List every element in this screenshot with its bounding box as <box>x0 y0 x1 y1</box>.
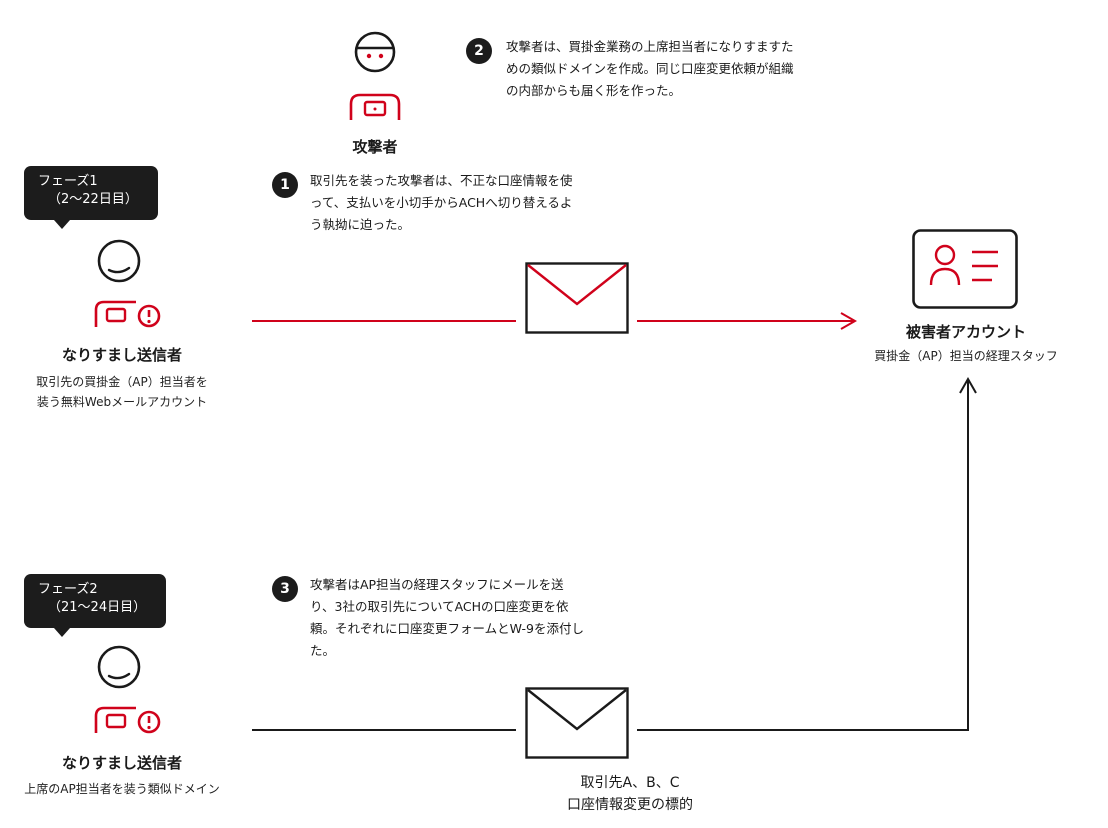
step-1-line: 取引先を装った攻撃者は、不正な口座情報を使 <box>310 173 573 188</box>
attacker-label: 攻撃者 <box>352 138 398 156</box>
step-3-line: 攻撃者はAP担当の経理スタッフにメールを送 <box>310 577 564 592</box>
phase-1-badge: フェーズ1 （2〜22日目） <box>24 166 158 229</box>
target-vendors-line: 取引先A、B、C <box>580 775 680 791</box>
phase-2-flow-line-right <box>637 380 969 731</box>
phase-1-sender-title: なりすまし送信者 <box>61 346 182 364</box>
phase-2-sender-title: なりすまし送信者 <box>61 754 182 772</box>
victim-subtitle: 買掛金（AP）担当の経理スタッフ <box>874 349 1058 363</box>
step-3-text: 攻撃者はAP担当の経理スタッフにメールを送 り、3社の取引先についてACHの口座… <box>310 574 584 662</box>
step-1-line: う執拗に迫った。 <box>310 217 411 232</box>
step-2-text: 攻撃者は、買掛金業務の上席担当者になりすますた めの類似ドメインを作成。同じ口座… <box>506 36 794 102</box>
victim-title: 被害者アカウント <box>905 323 1026 341</box>
id-card-icon <box>912 229 1018 309</box>
phase-2-badge-title: フェーズ2 <box>38 582 98 597</box>
step-2-line: めの類似ドメインを作成。同じ口座変更依頼が組織 <box>506 61 794 76</box>
envelope-icon <box>525 687 629 759</box>
step-2-line: の内部からも届く形を作った。 <box>506 83 682 98</box>
target-vendors: 取引先A、B、C 口座情報変更の標的 <box>520 772 740 816</box>
step-3-line: た。 <box>310 643 336 658</box>
arrow-right-icon <box>840 312 858 330</box>
phase-2-sender-sub: 上席のAP担当者を装う類似ドメイン <box>24 782 220 796</box>
phase-1-sender-sub-line: 取引先の買掛金（AP）担当者を <box>36 375 208 389</box>
target-vendors-line: 口座情報変更の標的 <box>567 797 693 813</box>
step-3-line: 頼。それぞれに口座変更フォームとW-9を添付し <box>310 621 584 636</box>
step-1-number: 1 <box>272 172 298 198</box>
phase-2-badge: フェーズ2 （21〜24日目） <box>24 574 166 637</box>
step-2-line: 攻撃者は、買掛金業務の上席担当者になりすますた <box>506 39 794 54</box>
step-3-line: り、3社の取引先についてACHの口座変更を依 <box>310 599 569 614</box>
phase-1-sender-sub: 取引先の買掛金（AP）担当者を 装う無料Webメールアカウント <box>12 372 232 412</box>
step-1-text: 取引先を装った攻撃者は、不正な口座情報を使 って、支払いを小切手からACHへ切り… <box>310 170 573 236</box>
envelope-icon <box>525 262 629 334</box>
attacker-icon <box>349 31 401 120</box>
impersonator-icon <box>94 239 161 328</box>
phase-1-badge-days: （2〜22日目） <box>48 192 138 207</box>
step-3-number: 3 <box>272 576 298 602</box>
phase-1-sender-sub-line: 装う無料Webメールアカウント <box>36 395 208 409</box>
phase-1-badge-title: フェーズ1 <box>38 174 98 189</box>
step-1-line: って、支払いを小切手からACHへ切り替えるよ <box>310 195 573 210</box>
step-2-number: 2 <box>466 38 492 64</box>
phase-2-badge-days: （21〜24日目） <box>48 600 147 615</box>
impersonator-icon <box>94 645 161 734</box>
arrow-up-icon <box>959 376 977 394</box>
